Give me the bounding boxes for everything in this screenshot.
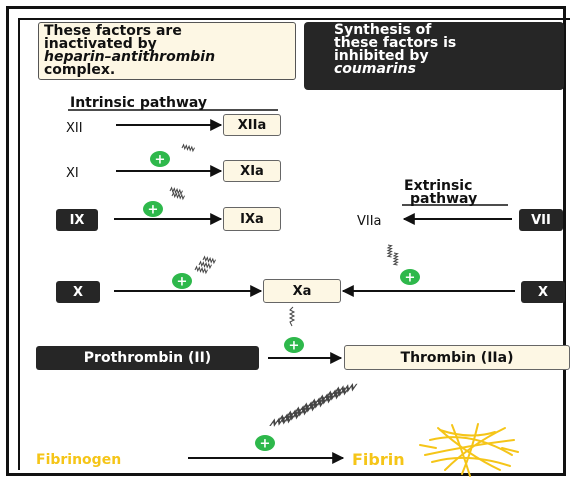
factor-xia-box: XIa [223,160,281,182]
squiggle-ixa-to-x [193,252,218,278]
squiggle-viia-to-x [381,243,404,267]
coumarin-legend-line-3: inhibited by [334,48,429,64]
factor-xii-label: XII [66,121,83,136]
heparin-legend-line-3: heparin–antithrombin [44,49,216,65]
heparin-legend-box: These factors are inactivated by heparin… [38,22,296,80]
fibrinogen-label: Fibrinogen [36,452,122,468]
activator-plus-3: + [172,273,192,290]
coumarin-legend-box: Synthesis of these factors is inhibited … [304,22,564,90]
svg-text:+: + [405,271,416,286]
factor-xa-box: Xa [263,279,341,303]
factor-ix-box: IX [56,209,98,231]
svg-text:+: + [148,203,159,218]
coumarin-legend-line-4: coumarins [334,61,416,77]
coumarin-legend-line-2: these factors is [334,35,457,51]
extrinsic-pathway-heading-line2: pathway [410,191,478,207]
factor-vii-box: VII [519,209,563,231]
factor-viia-label: VIIa [357,214,382,229]
squiggle-xia-to-ix [168,183,187,204]
thrombin-box: Thrombin (IIa) [344,345,570,370]
activator-plus-1: + [150,151,170,168]
activator-plus-4: + [400,269,420,286]
squiggle-xiia-to-xi [180,140,197,156]
extrinsic-pathway-heading-line1: Extrinsic [404,178,473,194]
squiggle-xa-to-prothrombin [288,306,296,327]
factor-x-left-box: X [56,281,100,303]
heparin-legend-line-1: These factors are [44,23,182,39]
factor-xi-label: XI [66,166,79,181]
svg-text:+: + [177,275,188,290]
prothrombin-box: Prothrombin (II) [36,346,259,370]
heparin-legend-line-2: inactivated by [44,36,157,52]
activator-plus-5: + [284,337,304,354]
outer-frame [6,6,566,476]
factor-ixa-box: IXa [223,207,281,231]
fibrin-mesh-icon [419,423,519,477]
intrinsic-pathway-heading: Intrinsic pathway [70,95,208,111]
inner-frame [18,18,570,470]
heparin-legend-line-4: complex. [44,62,116,78]
activator-plus-2: + [143,201,163,218]
factor-x-right-box: X [521,281,565,303]
svg-text:+: + [289,339,300,354]
fibrin-label: Fibrin [352,450,405,469]
factor-xiia-box: XIIa [223,114,281,136]
svg-text:+: + [155,153,166,168]
coumarin-legend-line-1: Synthesis of [334,22,432,38]
svg-text:+: + [260,437,271,452]
activator-plus-6: + [255,435,275,452]
squiggle-thrombin-to-fibrinogen [267,376,359,434]
